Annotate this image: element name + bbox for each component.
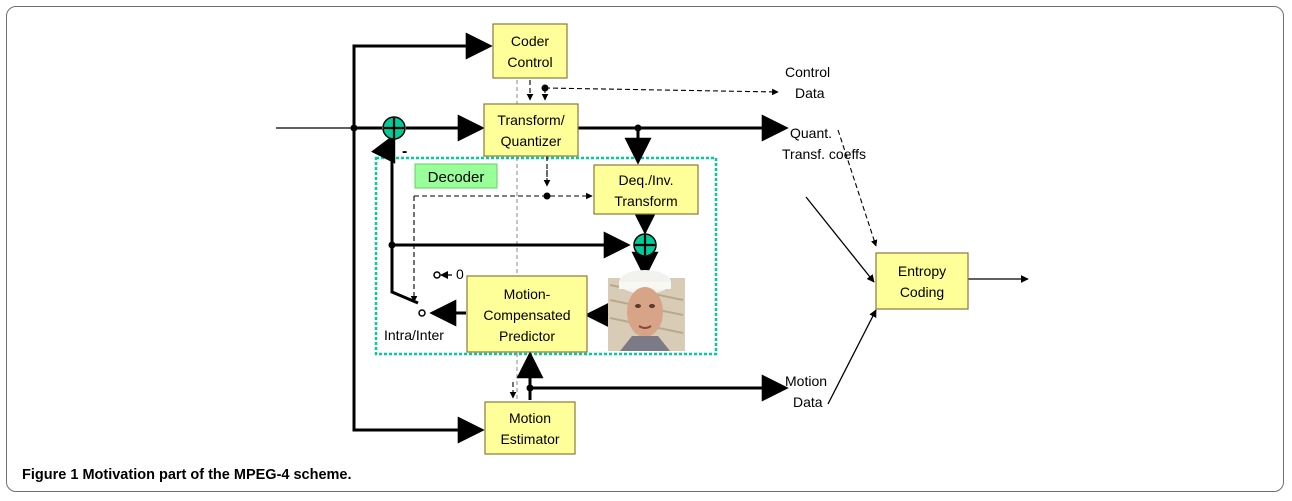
decoder-region <box>374 156 718 356</box>
motion-data-label: Data <box>793 394 823 410</box>
decoder-label: Decoder <box>414 163 498 189</box>
figure-caption: Figure 1 Motivation part of the MPEG-4 s… <box>22 467 352 483</box>
svg-text:Compensated: Compensated <box>483 307 570 323</box>
junction <box>350 124 358 132</box>
motion-estimator-box: Motion Estimator <box>484 401 576 455</box>
svg-text:Estimator: Estimator <box>500 431 559 447</box>
motion-to-entropy-line <box>827 309 877 405</box>
transf-coeffs-label: Transf. coeffs <box>782 146 866 162</box>
to-coder-control <box>352 32 493 128</box>
svg-text:Control: Control <box>507 54 552 70</box>
junction <box>543 192 551 200</box>
transform-quantizer-box: Transform/ Quantizer <box>483 103 579 157</box>
minus-sign: - <box>402 143 407 160</box>
svg-text:Deq./Inv.: Deq./Inv. <box>619 172 674 188</box>
figure-frame <box>6 6 1284 492</box>
entropy-coding-box: Entropy Coding <box>875 252 969 310</box>
caption-label: Figure 1 <box>22 467 79 483</box>
data-label: Data <box>795 85 825 101</box>
svg-text:Transform/: Transform/ <box>497 112 564 128</box>
adder-reconstruction <box>633 233 657 257</box>
svg-text:Decoder: Decoder <box>428 169 485 186</box>
zero-label: 0 <box>456 266 464 282</box>
to-motion-estimator <box>352 128 485 444</box>
intra-inter-label: Intra/Inter <box>384 327 444 343</box>
svg-text:Motion-: Motion- <box>504 286 551 302</box>
control-data-dash <box>544 87 779 96</box>
svg-text:Entropy: Entropy <box>898 263 946 279</box>
caption-text: Motivation part of the MPEG-4 scheme. <box>82 467 352 483</box>
adder-main <box>382 116 406 140</box>
switch-contact-inter <box>418 309 426 317</box>
svg-text:Coder: Coder <box>511 33 549 49</box>
svg-text:Transform: Transform <box>614 193 677 209</box>
motion-label: Motion <box>785 373 827 389</box>
svg-text:Motion: Motion <box>509 410 551 426</box>
deq-inv-transform-box: Deq./Inv. Transform <box>593 164 699 215</box>
to-entropy-line <box>805 196 875 283</box>
svg-text:Coding: Coding <box>900 284 944 300</box>
svg-text:Predictor: Predictor <box>499 328 555 344</box>
frame-store-image <box>608 270 685 351</box>
coeffs-to-entropy-dash <box>837 129 878 247</box>
coder-control-box: Coder Control <box>492 23 568 79</box>
quant-label: Quant. <box>790 125 832 141</box>
switch-contact-intra <box>433 271 441 279</box>
zero-arrow <box>440 271 448 279</box>
motion-compensated-predictor-box: Motion- Compensated Predictor <box>466 275 588 353</box>
svg-text:Quantizer: Quantizer <box>501 133 562 149</box>
control-label: Control <box>785 64 830 80</box>
junction <box>526 384 534 392</box>
